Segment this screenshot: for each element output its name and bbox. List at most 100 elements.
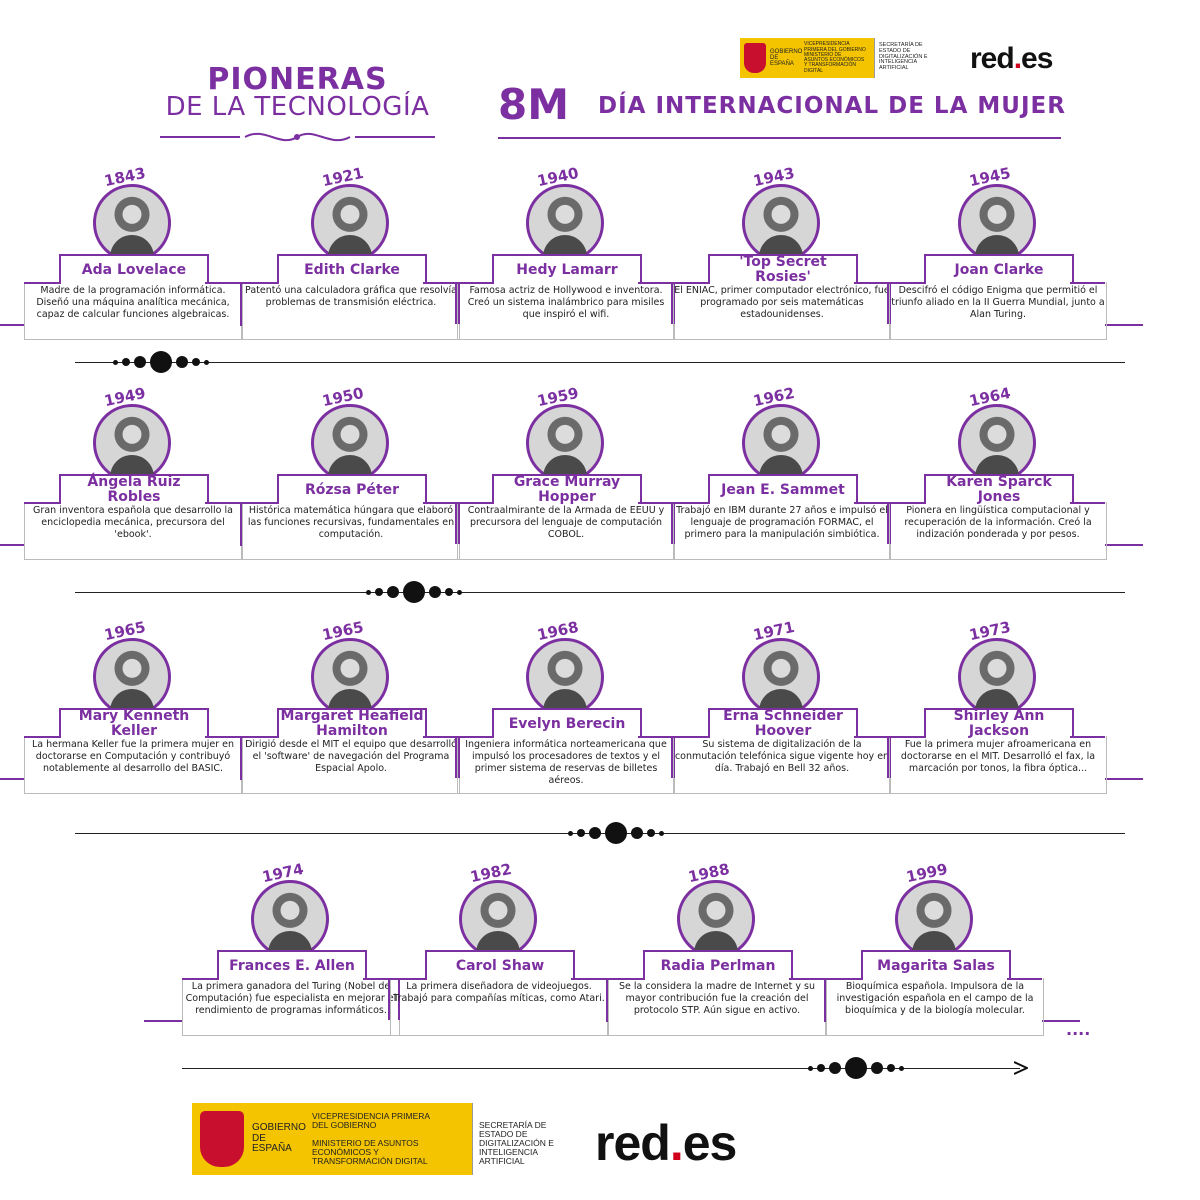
name-ledge: [24, 282, 59, 284]
portrait-photo: [742, 638, 820, 716]
vice-label: VICEPRESIDENCIA PRIMERA DEL GOBIERNO: [804, 41, 866, 53]
step-connector: [889, 282, 891, 324]
person-name: Margaret Heafield Hamilton: [277, 708, 427, 739]
dot-icon: [647, 829, 655, 837]
name-ledge: [854, 502, 889, 504]
coat-of-arms-icon: [744, 43, 766, 73]
name-ledge: [457, 282, 492, 284]
name-ledge: [1070, 736, 1105, 738]
portrait-photo: [311, 638, 389, 716]
name-ledge: [242, 282, 277, 284]
dot-icon: [150, 351, 172, 373]
step-connector: [240, 502, 242, 544]
name-ledge: [826, 978, 861, 980]
timeline-baseline: [1105, 324, 1143, 326]
person-description: Madre de la programación informática. Di…: [24, 282, 242, 340]
person-name: 'Top Secret Rosies': [708, 254, 858, 285]
portrait-photo: [251, 880, 329, 958]
name-ledge: [608, 978, 643, 980]
person-description: Bioquímica española. Impulsora de la inv…: [826, 978, 1044, 1036]
continuation-ellipsis: ....: [1066, 1020, 1091, 1039]
person-description: Famosa actriz de Hollywood e inventora. …: [457, 282, 675, 340]
name-ledge: [423, 282, 458, 284]
person-description: Se la considera la madre de Internet y s…: [608, 978, 826, 1036]
step-connector: [458, 736, 460, 778]
portrait-photo: [93, 184, 171, 262]
name-ledge: [24, 502, 59, 504]
name-ledge: [205, 736, 240, 738]
gov-label: GOBIERNO DE ESPAÑA: [770, 48, 803, 68]
person-name: Hedy Lamarr: [492, 254, 642, 284]
date-label: 8M: [498, 80, 570, 129]
timeline-baseline: [1042, 1020, 1080, 1022]
step-connector: [671, 282, 673, 324]
dot-icon: [134, 356, 146, 368]
step-connector: [671, 502, 673, 544]
step-connector: [240, 778, 242, 780]
person-name: Rózsa Péter: [277, 474, 427, 504]
person-description: Trabajó en IBM durante 27 años e impulsó…: [673, 502, 891, 560]
person-name: Magarita Salas: [861, 950, 1011, 980]
portrait-photo: [742, 404, 820, 482]
person-description: Su sistema de digitalización de la conmu…: [673, 736, 891, 794]
dot-icon: [568, 830, 573, 836]
person-description: Descifró el código Enigma que permitió e…: [889, 282, 1107, 340]
step-connector: [240, 736, 242, 778]
person-name: Grace Murray Hopper: [492, 474, 642, 505]
step-connector: [606, 1020, 608, 1022]
name-ledge: [1007, 978, 1042, 980]
name-ledge: [854, 282, 889, 284]
dot-icon: [122, 358, 130, 366]
portrait-photo: [459, 880, 537, 958]
step-connector: [889, 502, 891, 544]
dot-icon: [871, 1062, 883, 1074]
coat-of-arms-icon: [200, 1111, 244, 1167]
step-connector: [673, 736, 675, 778]
name-ledge: [423, 502, 458, 504]
person-name: Carol Shaw: [425, 950, 575, 980]
redes-logo-top: red.es: [970, 42, 1053, 75]
step-connector: [398, 978, 400, 1020]
person-description: Gran inventora española que desarrollo l…: [24, 502, 242, 560]
step-connector: [455, 502, 457, 544]
person-description: Ingeniera informática norteamericana que…: [457, 736, 675, 794]
step-connector: [887, 282, 889, 324]
vice-label: VICEPRESIDENCIA PRIMERA DEL GOBIERNO: [312, 1111, 430, 1131]
person-name: Jean E. Sammet: [708, 474, 858, 504]
timeline-dots: [808, 1056, 904, 1080]
person-name: Ada Lovelace: [59, 254, 209, 284]
gov-logo-top: GOBIERNO DE ESPAÑA VICEPRESIDENCIA PRIME…: [740, 38, 943, 78]
person-description: Dirigió desde el MIT el equipo que desar…: [242, 736, 460, 794]
name-ledge: [423, 736, 458, 738]
dot-icon: [577, 829, 585, 837]
header-rule: [498, 137, 1061, 139]
name-ledge: [854, 736, 889, 738]
step-connector: [240, 324, 242, 326]
name-ledge: [638, 736, 673, 738]
timeline-baseline: [0, 544, 24, 546]
dot-icon: [445, 588, 453, 596]
portrait-photo: [895, 880, 973, 958]
person-name: Evelyn Berecin: [492, 708, 642, 738]
step-connector: [824, 978, 826, 1020]
step-connector: [887, 736, 889, 778]
person-description: Contraalmirante de la Armada de EEUU y p…: [457, 502, 675, 560]
person-description: La hermana Keller fue la primera mujer e…: [24, 736, 242, 794]
timeline-dots: [568, 821, 664, 845]
person-description: El ENIAC, primer computador electrónico,…: [673, 282, 891, 340]
step-connector: [673, 282, 675, 324]
portrait-photo: [958, 184, 1036, 262]
name-ledge: [457, 736, 492, 738]
name-ledge: [889, 736, 924, 738]
portrait-photo: [311, 404, 389, 482]
timeline-separator: [75, 592, 1125, 593]
name-ledge: [242, 736, 277, 738]
timeline-baseline: [0, 324, 24, 326]
step-connector: [240, 282, 242, 324]
step-connector: [671, 736, 673, 778]
portrait-photo: [526, 404, 604, 482]
name-ledge: [24, 736, 59, 738]
name-ledge: [889, 282, 924, 284]
person-name: Joan Clarke: [924, 254, 1074, 284]
dot-icon: [887, 1064, 895, 1072]
